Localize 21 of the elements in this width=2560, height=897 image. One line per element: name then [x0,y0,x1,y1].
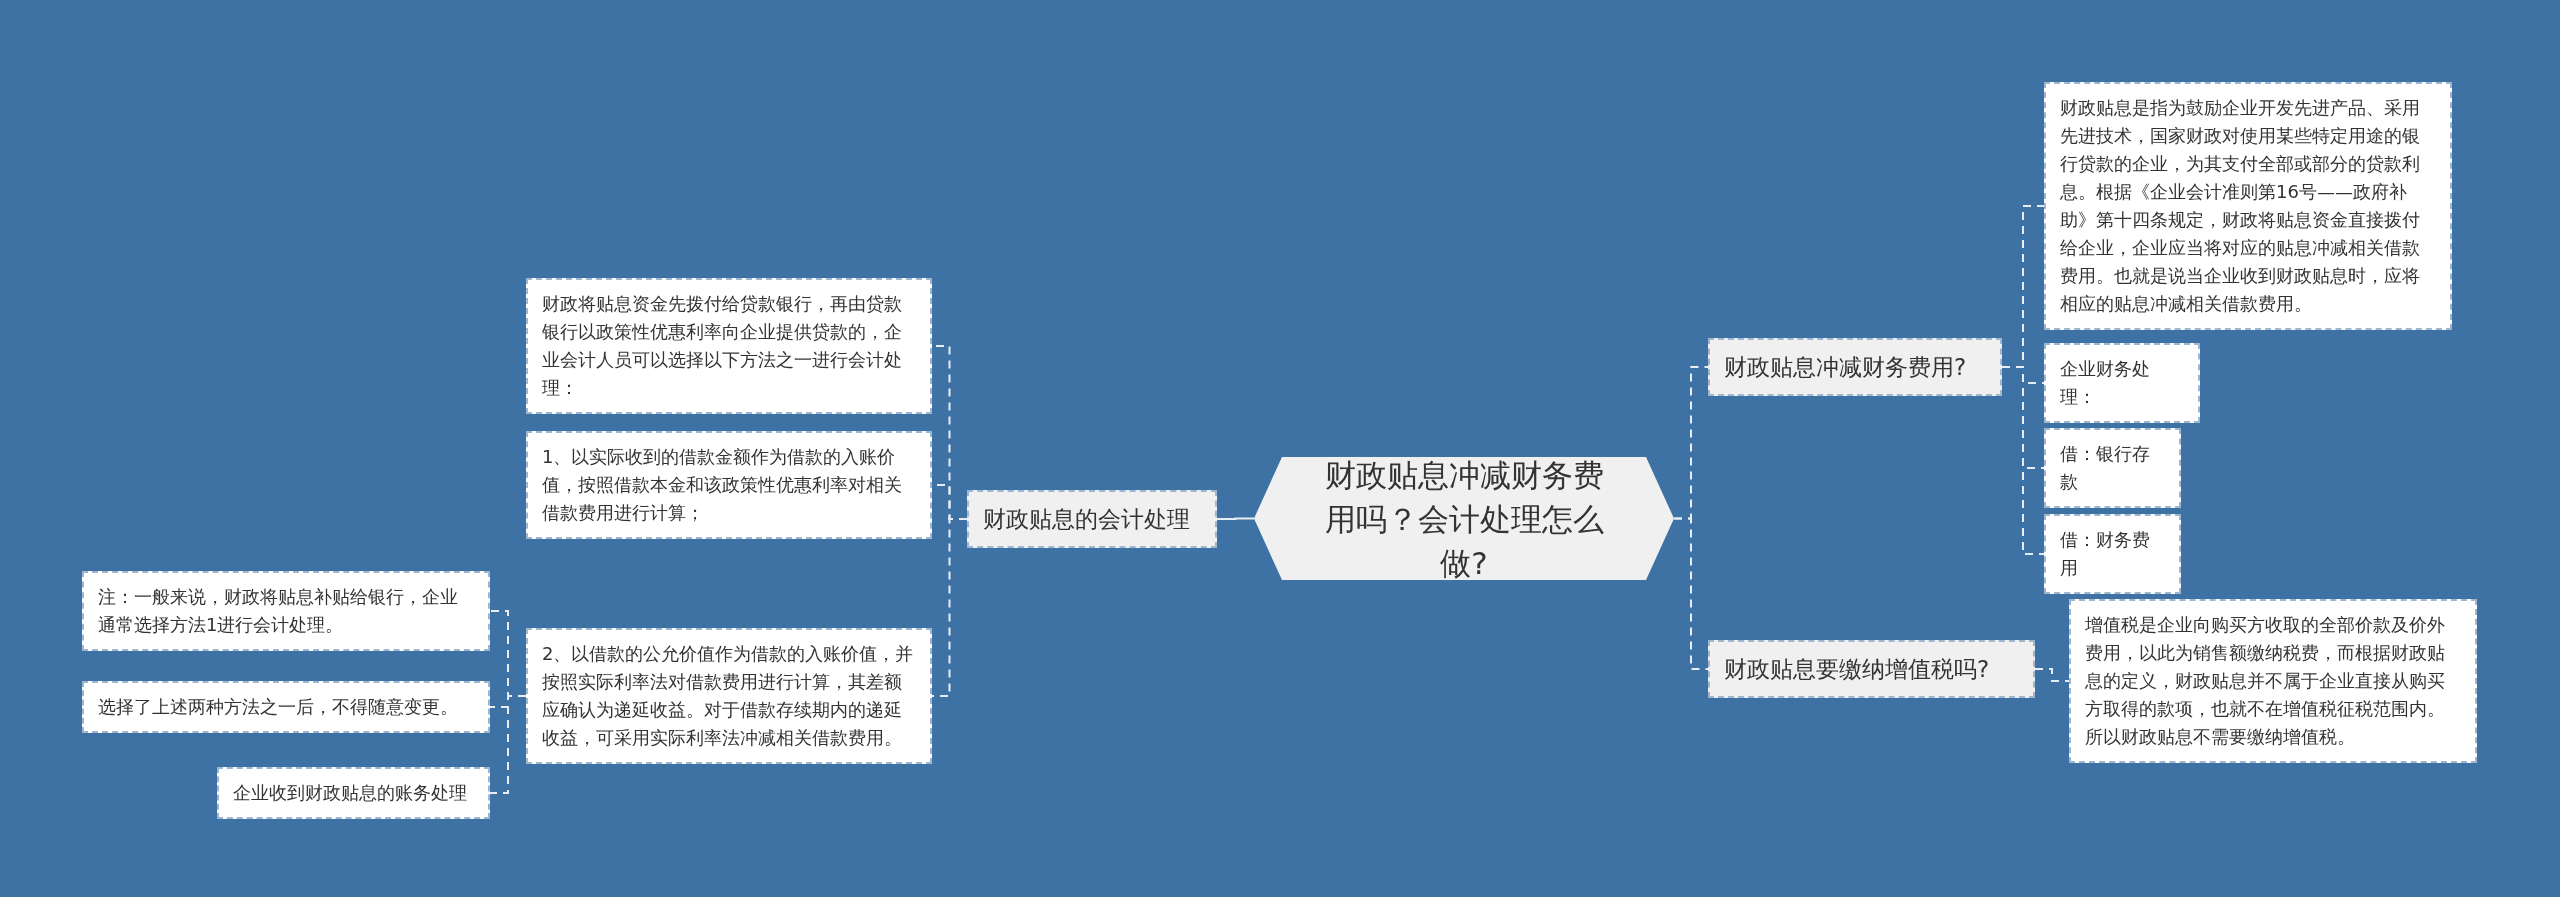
text-box: 2、以借款的公允价值作为借款的入账价值，并按照实际利率法对借款费用进行计算，其差额应确认为递延收益。对于借款存续期内的递延收益，可采用实际利率法冲减相关借款费用。 [526,628,932,764]
text-box: 注：一般来说，财政将贴息补贴给银行，企业通常选择方法1进行会计处理。 [82,571,490,651]
text-box: 企业收到财政贴息的账务处理 [217,767,490,819]
connector-line [489,695,527,794]
connector-line [2034,668,2070,682]
connector-line [1216,517,1255,520]
topic-box: 财政贴息冲减财务费用? [1708,338,2002,396]
text-box: 增值税是企业向购买方收取的全部价款及价外费用，以此为销售额缴纳税费，而根据财政贴息的定义，财政贴息并不属于企业直接从购买方取得的款项，也就不在增值税征税范围内。所以财政贴息不需要缴纳增值税。 [2069,599,2477,763]
connector-line [931,518,968,697]
text-box: 选择了上述两种方法之一后，不得随意变更。 [82,681,490,733]
connector-line [2001,366,2045,555]
text-box: 1、以实际收到的借款金额作为借款的入账价值，按照借款本金和该政策性优惠利率对相关借款费用进行计算； [526,431,932,539]
topic-box: 财政贴息要缴纳增值税吗? [1708,640,2035,698]
topic-hexagon: 财政贴息冲减财务费用吗？会计处理怎么做? [1254,457,1674,580]
topic-box: 财政贴息的会计处理 [967,490,1217,548]
text-box: 借：财务费用 [2044,514,2181,594]
text-box: 财政贴息是指为鼓励企业开发先进产品、采用先进技术，国家财政对使用某些特定用途的银行贷款的企业，为其支付全部或部分的贷款利息。根据《企业会计准则第16号——政府补助》第十四条规定，财政将贴息资金直接拨付给企业，企业应当将对应的贴息冲减相关借款费用。也就是说当企业收到财政贴息时，应将相应的贴息冲减相关借款费用。 [2044,82,2452,330]
text-box: 财政将贴息资金先拨付给贷款银行，再由贷款银行以政策性优惠利率向企业提供贷款的，企业会计人员可以选择以下方法之一进行会计处理： [526,278,932,414]
connector-line [1673,517,1709,670]
text-box: 借：银行存款 [2044,428,2181,508]
text-box: 企业财务处理： [2044,343,2200,423]
